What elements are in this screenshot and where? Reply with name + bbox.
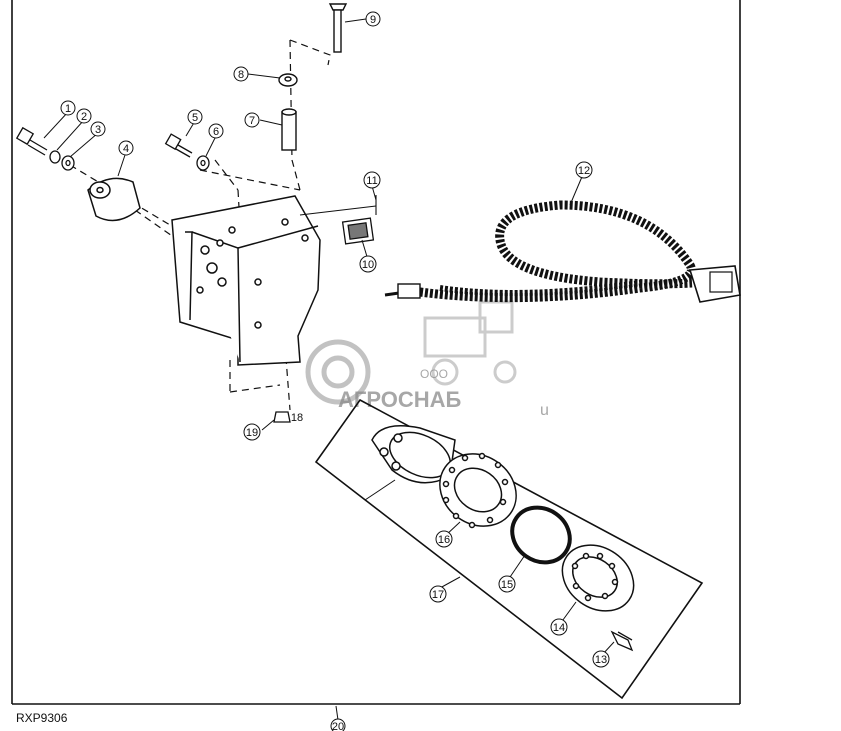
callout-13: 13 bbox=[592, 650, 610, 668]
bolt-part-9 bbox=[328, 3, 348, 53]
callout-17: 17 bbox=[429, 585, 447, 603]
bolt-part-5 bbox=[164, 133, 193, 158]
callout-2: 2 bbox=[76, 108, 92, 124]
svg-text:9: 9 bbox=[370, 14, 376, 26]
callout-15: 15 bbox=[498, 575, 516, 593]
callout-7: 7 bbox=[244, 112, 260, 128]
svg-text:2: 2 bbox=[81, 111, 87, 123]
watermark-suffix: u bbox=[540, 402, 549, 419]
callout-14: 14 bbox=[550, 618, 568, 636]
svg-text:11: 11 bbox=[366, 175, 377, 187]
svg-text:6: 6 bbox=[213, 126, 219, 138]
bolt-part-1 bbox=[15, 126, 48, 156]
svg-text:10: 10 bbox=[362, 259, 374, 271]
callout-12: 12 bbox=[575, 161, 593, 179]
svg-text:7: 7 bbox=[249, 115, 255, 127]
watermark: ООО АГРОСНАБ u bbox=[305, 300, 549, 419]
svg-text:1: 1 bbox=[65, 103, 71, 115]
harvester-icon bbox=[423, 300, 517, 386]
washer-part-2 bbox=[49, 150, 61, 164]
svg-text:5: 5 bbox=[192, 112, 198, 124]
hub-part bbox=[371, 425, 456, 484]
svg-text:14: 14 bbox=[553, 622, 565, 634]
callout-19: 19 bbox=[243, 423, 261, 441]
callout-3: 3 bbox=[90, 121, 106, 137]
callout-5: 5 bbox=[187, 109, 203, 125]
callout-10: 10 bbox=[359, 255, 377, 273]
leader-lines bbox=[43, 18, 615, 721]
callout-18: 18 bbox=[291, 412, 303, 424]
callout-8: 8 bbox=[233, 66, 249, 82]
bolt-part-13 bbox=[610, 630, 634, 652]
callouts: 1 2 3 4 5 6 7 8 9 10 11 12 13 14 15 16 1… bbox=[60, 11, 610, 731]
nut-part-19 bbox=[273, 411, 291, 423]
bearing-cup-part-14 bbox=[561, 544, 635, 612]
figure-code: RXP9306 bbox=[16, 711, 68, 725]
watermark-prefix: ООО bbox=[420, 367, 448, 381]
label-part-10 bbox=[299, 195, 377, 245]
watermark-name: АГРОСНАБ bbox=[338, 387, 462, 412]
flange-ring-part-16 bbox=[439, 452, 517, 529]
o-ring-part-15 bbox=[510, 505, 572, 565]
svg-text:12: 12 bbox=[578, 165, 590, 177]
diagram-frame bbox=[11, 0, 741, 705]
callout-20: 20 bbox=[330, 718, 346, 731]
callout-16: 16 bbox=[435, 530, 453, 548]
grommet-part-4 bbox=[87, 177, 141, 222]
callout-4: 4 bbox=[118, 140, 134, 156]
svg-text:20: 20 bbox=[332, 721, 344, 731]
svg-text:15: 15 bbox=[501, 579, 513, 591]
svg-text:3: 3 bbox=[95, 124, 101, 136]
svg-text:13: 13 bbox=[595, 654, 607, 666]
nut-part-3 bbox=[61, 155, 75, 171]
svg-text:19: 19 bbox=[246, 427, 258, 439]
svg-text:18: 18 bbox=[291, 412, 303, 424]
callout-1: 1 bbox=[60, 100, 76, 116]
callout-9: 9 bbox=[365, 11, 381, 27]
control-module-housing bbox=[171, 195, 321, 366]
callout-6: 6 bbox=[208, 123, 224, 139]
svg-text:8: 8 bbox=[238, 69, 244, 81]
svg-text:17: 17 bbox=[432, 589, 444, 601]
wiring-harness-part-12 bbox=[384, 200, 741, 303]
callout-11: 11 bbox=[363, 171, 381, 189]
spacer-part-7 bbox=[281, 108, 297, 151]
nut-part-8 bbox=[278, 73, 298, 87]
gear-icon bbox=[305, 339, 371, 405]
nut-part-6 bbox=[196, 155, 210, 171]
svg-text:16: 16 bbox=[438, 534, 450, 546]
svg-text:4: 4 bbox=[123, 143, 129, 155]
bearing-assembly-box bbox=[314, 398, 704, 700]
